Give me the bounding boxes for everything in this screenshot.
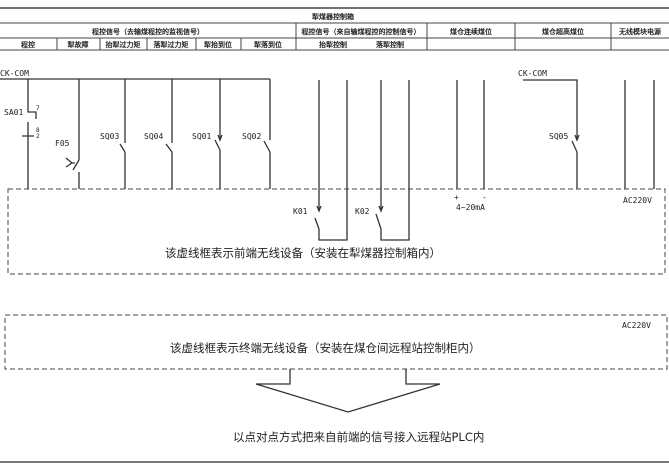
col-raised: 犁抬到位 [204, 40, 232, 49]
col-plow-fault: 犁故障 [68, 40, 89, 49]
group-high-level: 煤仓超高煤位 [542, 27, 584, 36]
ck-com-label-right: CK-COM [518, 69, 547, 78]
ck-com-label-left: CK-COM [0, 69, 29, 78]
header-title: 犁煤器控制箱 [312, 12, 354, 21]
sq03-label: SQ03 [100, 132, 119, 141]
group-control-signals: 程控信号（来自输煤程控的控制信号） [302, 27, 421, 36]
terminal-wireless-box [4, 314, 668, 370]
col-program-control: 程控 [21, 40, 35, 49]
k01-label: K01 [293, 207, 308, 216]
bottom-caption: 以点对点方式把来自前端的信号接入远程站PLC内 [233, 430, 484, 444]
analog-plus: + [454, 193, 459, 202]
sq05-label: SQ05 [549, 132, 568, 141]
col-lowered: 犁落到位 [254, 40, 282, 49]
k02-label: K02 [355, 207, 370, 216]
f05-label: F05 [55, 139, 70, 148]
sa01-pin: 7 [36, 105, 40, 112]
col-raise-overtorque: 抬犁过力矩 [106, 40, 141, 49]
sa01-label: SA01 [4, 108, 23, 117]
right-circuit: K01 K02 + - 4~20mA CK-COM SQ05 AC220V [293, 69, 655, 241]
analog-range-label: 4~20mA [456, 203, 485, 212]
group-monitor-signals: 程控信号（去输煤程控的监视信号） [92, 27, 204, 36]
header-table: 犁煤器控制箱 程控信号（去输煤程控的监视信号） 程控信号（来自输煤程控的控制信号… [0, 7, 669, 51]
sq02-label: SQ02 [242, 132, 261, 141]
sq01-label: SQ01 [192, 132, 211, 141]
front-wireless-box [7, 188, 666, 275]
col-lower-overtorque: 落犁过力矩 [154, 40, 189, 49]
power-label-front: AC220V [623, 196, 652, 205]
left-circuit: CK-COM SA01 7 8 2 F05 SQ03 SQ04 SQ01 SQ0… [0, 69, 271, 189]
group-module-power: 无线模块电源 [618, 27, 661, 36]
power-label-terminal: AC220V [622, 321, 651, 330]
sa01-pin: 8 [36, 127, 40, 134]
col-lower-control: 落犁控制 [376, 40, 404, 49]
col-raise-control: 抬犁控制 [319, 40, 347, 49]
front-box-caption: 该虚线框表示前端无线设备（安装在犁煤器控制箱内） [165, 246, 441, 260]
down-arrow-icon [255, 369, 441, 413]
sq04-label: SQ04 [144, 132, 163, 141]
analog-minus: - [482, 193, 487, 202]
group-continuous-level: 煤仓连续煤位 [450, 27, 492, 36]
terminal-box-caption: 该虚线框表示终端无线设备（安装在煤仓间远程站控制柜内） [170, 341, 481, 355]
sa01-pin: 2 [36, 133, 40, 140]
